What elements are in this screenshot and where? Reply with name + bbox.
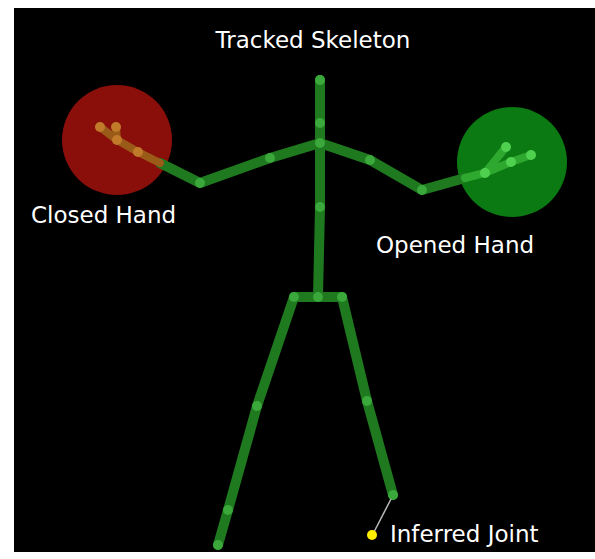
joint	[506, 157, 516, 167]
joint	[223, 505, 233, 515]
joint	[480, 168, 490, 178]
right-leg-bone	[342, 297, 393, 495]
inferred-joint-dot	[367, 530, 377, 540]
closed-hand-bones	[100, 127, 160, 163]
joint	[112, 135, 122, 145]
spine-bone	[318, 80, 320, 297]
closed-hand-bone	[100, 127, 160, 163]
joint	[265, 153, 275, 163]
joint	[313, 292, 323, 302]
joint	[337, 292, 347, 302]
joint	[362, 396, 372, 406]
joint	[252, 401, 262, 411]
opened-hand-circle	[457, 107, 567, 217]
bones	[160, 80, 465, 545]
closed-hand-circle	[62, 85, 172, 195]
hip-bone	[294, 292, 342, 302]
callout-label: Opened Hand	[376, 232, 534, 260]
joint	[315, 202, 325, 212]
joint	[501, 142, 511, 152]
joint	[315, 75, 325, 85]
callout-label: Inferred Joint	[390, 521, 539, 549]
background-panel	[14, 8, 595, 552]
leader-line	[374, 499, 391, 532]
joint	[388, 490, 398, 500]
right-arm-bone	[320, 143, 465, 190]
joints	[95, 75, 536, 550]
joint	[95, 122, 105, 132]
opened-hand-bones	[465, 147, 531, 178]
left-leg-bone	[218, 297, 294, 545]
diagram-title: Tracked Skeleton	[216, 27, 411, 55]
callout-label: Closed Hand	[31, 202, 176, 230]
joint	[289, 292, 299, 302]
joint	[133, 147, 143, 157]
joint	[526, 150, 536, 160]
joint	[417, 185, 427, 195]
joint	[213, 540, 223, 550]
joint	[111, 122, 121, 132]
joint	[195, 178, 205, 188]
joint	[315, 138, 325, 148]
left-arm-bone	[160, 143, 320, 183]
opened-thumb-bone	[485, 147, 506, 173]
joint	[365, 155, 375, 165]
joint	[315, 118, 325, 128]
